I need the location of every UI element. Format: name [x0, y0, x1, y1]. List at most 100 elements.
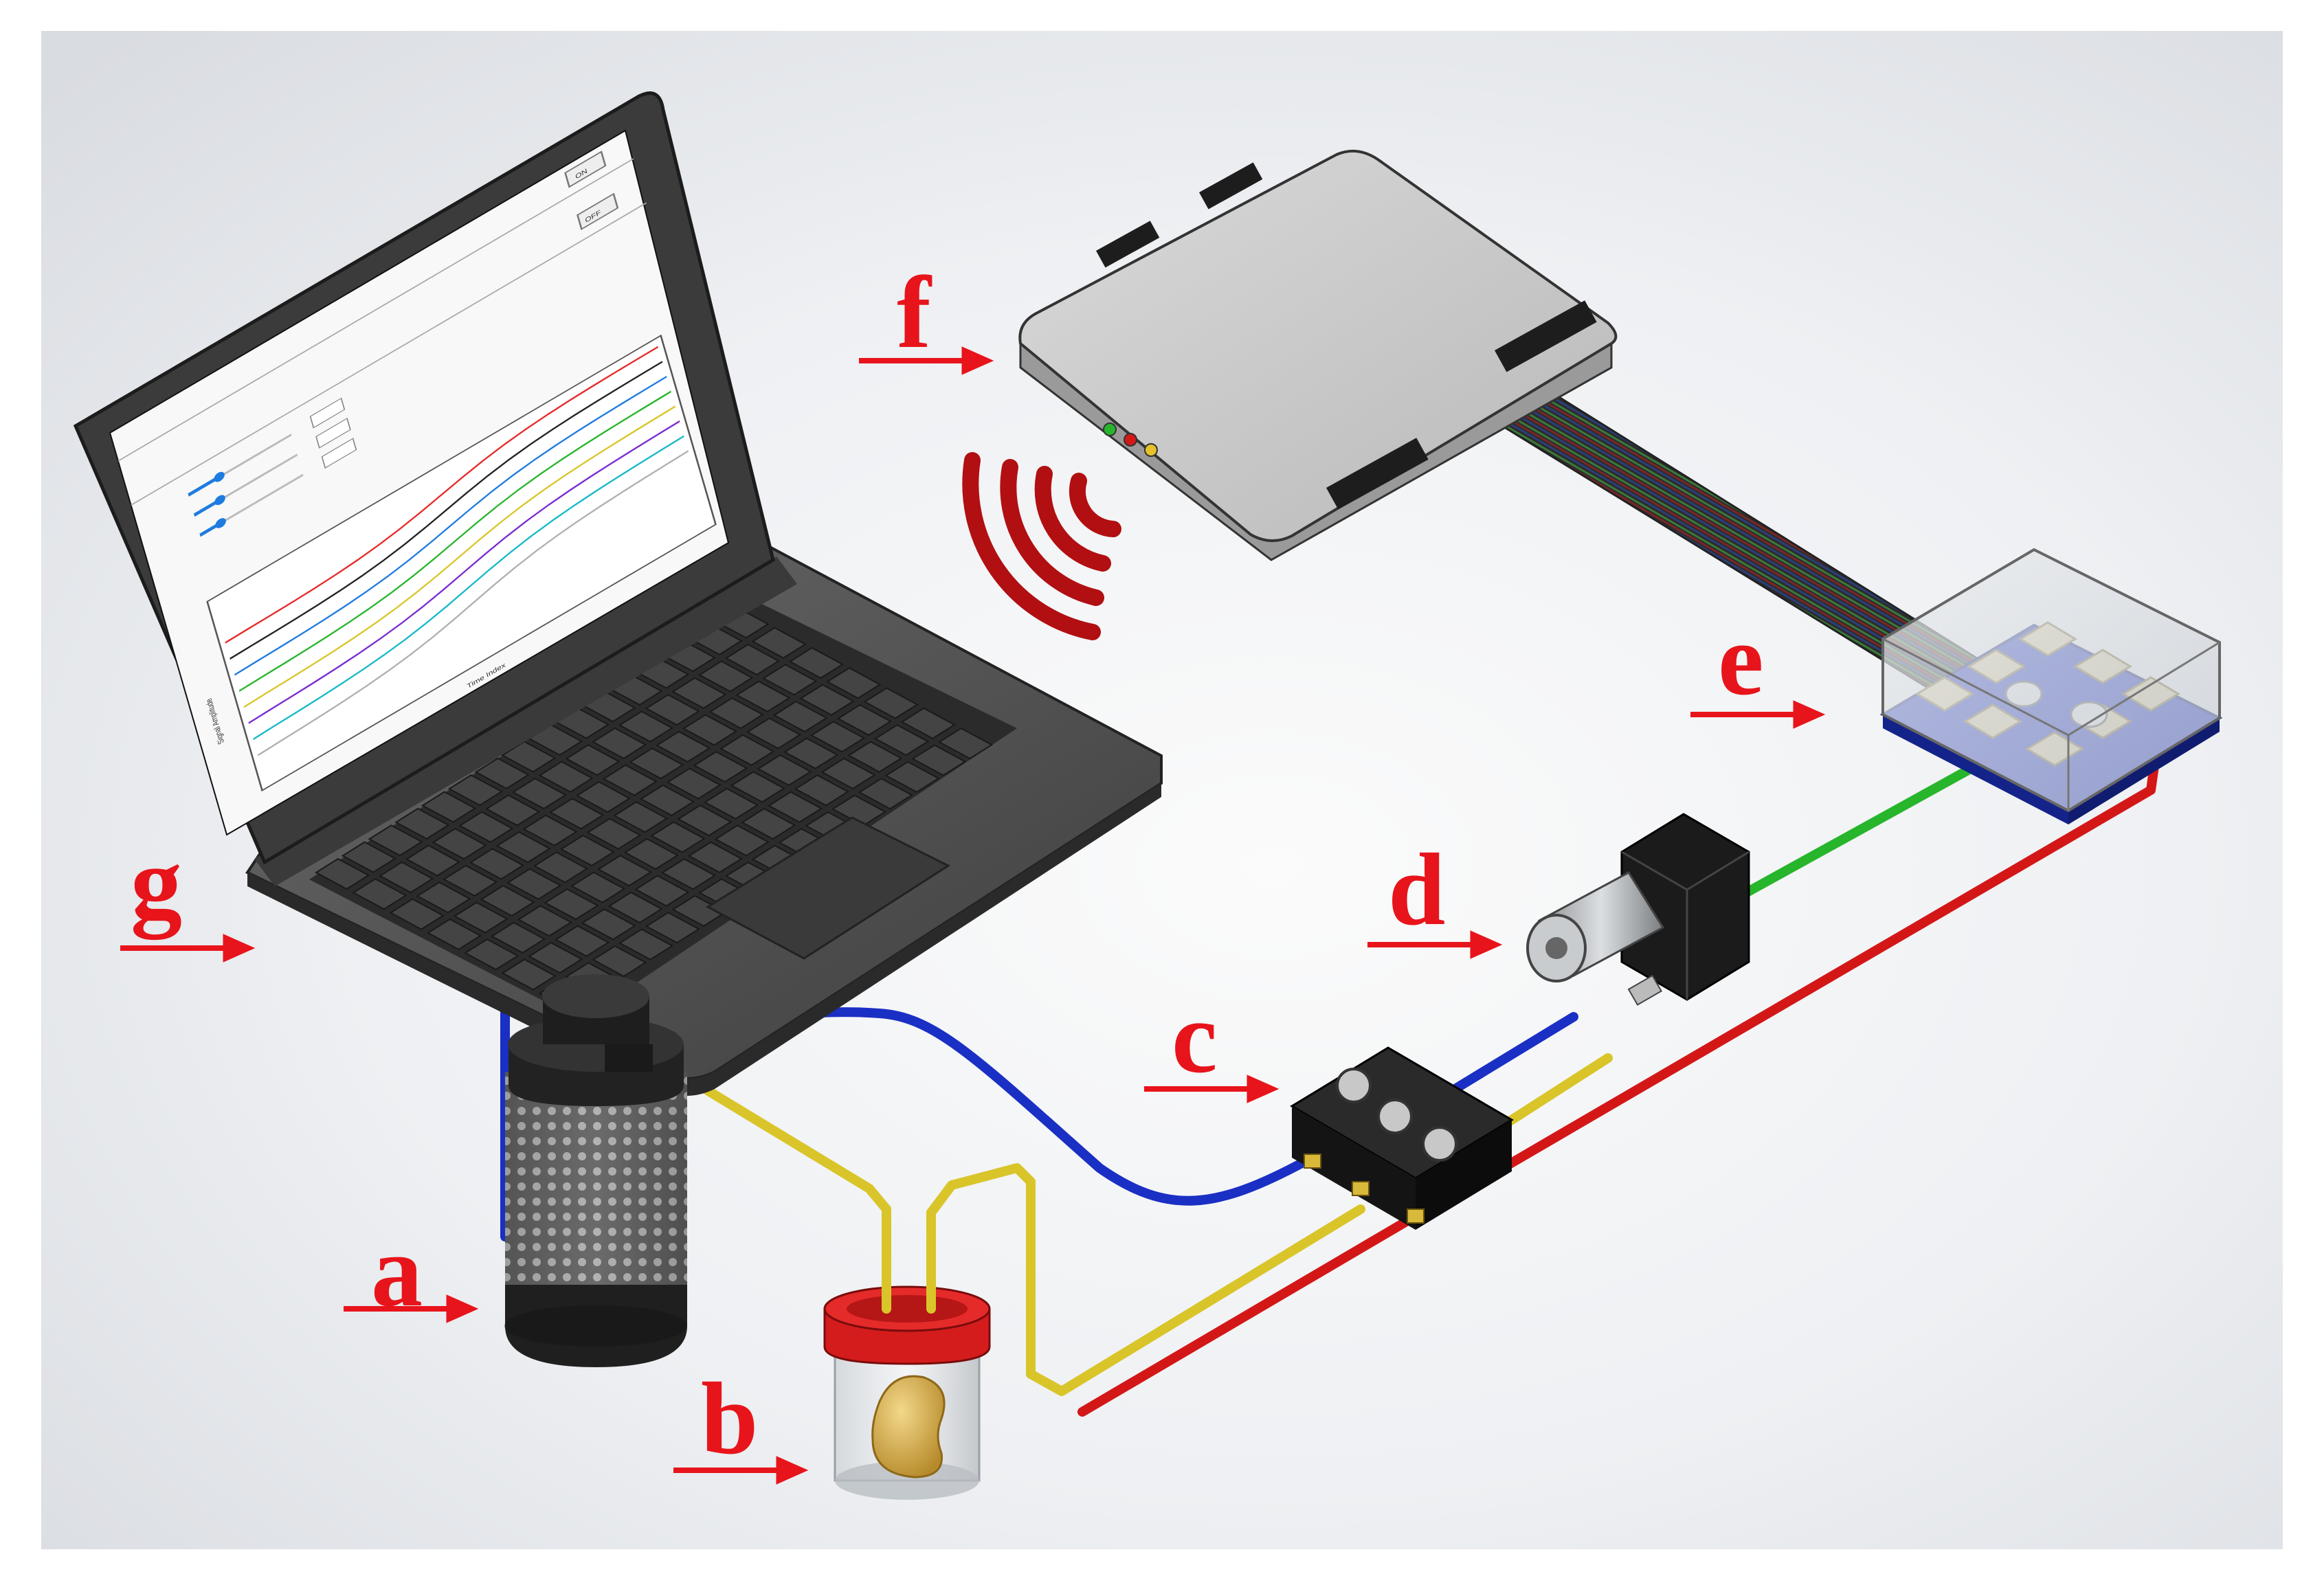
key — [501, 741, 557, 773]
key — [735, 680, 791, 712]
sliders[interactable] — [187, 431, 304, 539]
signal-line — [230, 361, 663, 660]
signal-line — [253, 435, 684, 741]
key — [660, 858, 717, 890]
key — [634, 875, 690, 907]
label-f: f — [897, 256, 932, 370]
label-c: c — [1172, 980, 1218, 1094]
touchpad — [705, 816, 951, 960]
key — [421, 791, 477, 823]
key — [485, 794, 541, 827]
router-port — [1096, 221, 1160, 268]
key — [559, 834, 615, 867]
router-port — [1326, 438, 1429, 510]
label-f-group: f — [859, 256, 994, 375]
key — [511, 777, 568, 810]
sample-bean — [871, 1375, 946, 1479]
key — [565, 744, 621, 776]
arrow-a-icon — [344, 1294, 479, 1323]
key — [474, 757, 530, 789]
arrow-e-icon — [1690, 700, 1826, 729]
key — [405, 844, 461, 877]
canister-base — [505, 1285, 687, 1367]
key — [570, 871, 626, 903]
key — [693, 750, 748, 783]
signal-line — [243, 405, 676, 708]
key — [682, 714, 738, 746]
off-button[interactable] — [577, 192, 619, 231]
key — [602, 764, 658, 796]
label-d-group: d — [1367, 833, 1503, 959]
label-c-group: c — [1144, 980, 1280, 1103]
laptop-hinge — [254, 556, 797, 886]
signal-line — [257, 450, 689, 756]
key — [575, 780, 632, 813]
key — [469, 848, 525, 880]
led-yellow — [1144, 443, 1158, 457]
key — [708, 697, 764, 730]
key — [581, 908, 636, 941]
signal-line — [225, 346, 658, 644]
key — [783, 737, 839, 769]
signal-line — [234, 375, 667, 676]
key — [757, 754, 812, 787]
key — [719, 734, 775, 766]
key — [703, 787, 759, 820]
chamber-glass — [1881, 548, 2221, 813]
sensor-chamber — [1879, 548, 2223, 824]
key — [618, 928, 674, 960]
arrow-c-icon — [1144, 1075, 1280, 1103]
manifold — [1290, 1046, 1514, 1230]
key — [645, 694, 700, 726]
on-button[interactable] — [564, 150, 607, 188]
key — [394, 807, 450, 840]
key — [501, 958, 557, 991]
green-tube — [1741, 744, 2011, 898]
arrow-f-icon — [859, 346, 994, 375]
screen-ui: ON OFF Time Index Signal Amplitude — [118, 150, 717, 792]
key — [389, 898, 445, 930]
key — [533, 851, 589, 884]
key — [426, 918, 482, 951]
key — [645, 912, 700, 944]
label-g-group: g — [120, 826, 256, 963]
filter-canister — [504, 974, 687, 1367]
key — [911, 744, 967, 776]
key — [607, 891, 663, 924]
signal-lines — [225, 346, 689, 756]
key — [666, 767, 722, 800]
arrow-b-icon — [673, 1456, 809, 1485]
label-b-group: b — [673, 1362, 809, 1485]
key — [592, 945, 647, 978]
key — [656, 730, 711, 763]
key — [432, 828, 487, 860]
key — [751, 627, 807, 659]
router-top — [1018, 149, 1618, 543]
key — [549, 798, 605, 830]
key — [788, 647, 845, 679]
key — [809, 721, 866, 753]
key — [724, 643, 781, 676]
key — [596, 855, 653, 887]
arrow-g-icon — [120, 934, 256, 963]
key — [458, 811, 514, 843]
sample-jar — [823, 1285, 991, 1500]
router-port — [1495, 300, 1597, 372]
label-e: e — [1718, 603, 1764, 717]
key — [315, 857, 370, 890]
labels: a b c d — [120, 256, 1826, 1485]
key — [447, 774, 504, 807]
key — [490, 921, 546, 954]
key — [671, 677, 727, 709]
pump-bracket — [1620, 813, 1750, 1001]
key — [341, 841, 397, 873]
key — [836, 704, 892, 737]
router-port — [1199, 162, 1263, 210]
key — [517, 905, 572, 937]
wireless-signal-icon — [962, 452, 1121, 640]
key — [639, 784, 695, 817]
key — [618, 710, 674, 743]
label-e-group: e — [1690, 603, 1826, 729]
key — [592, 727, 647, 760]
